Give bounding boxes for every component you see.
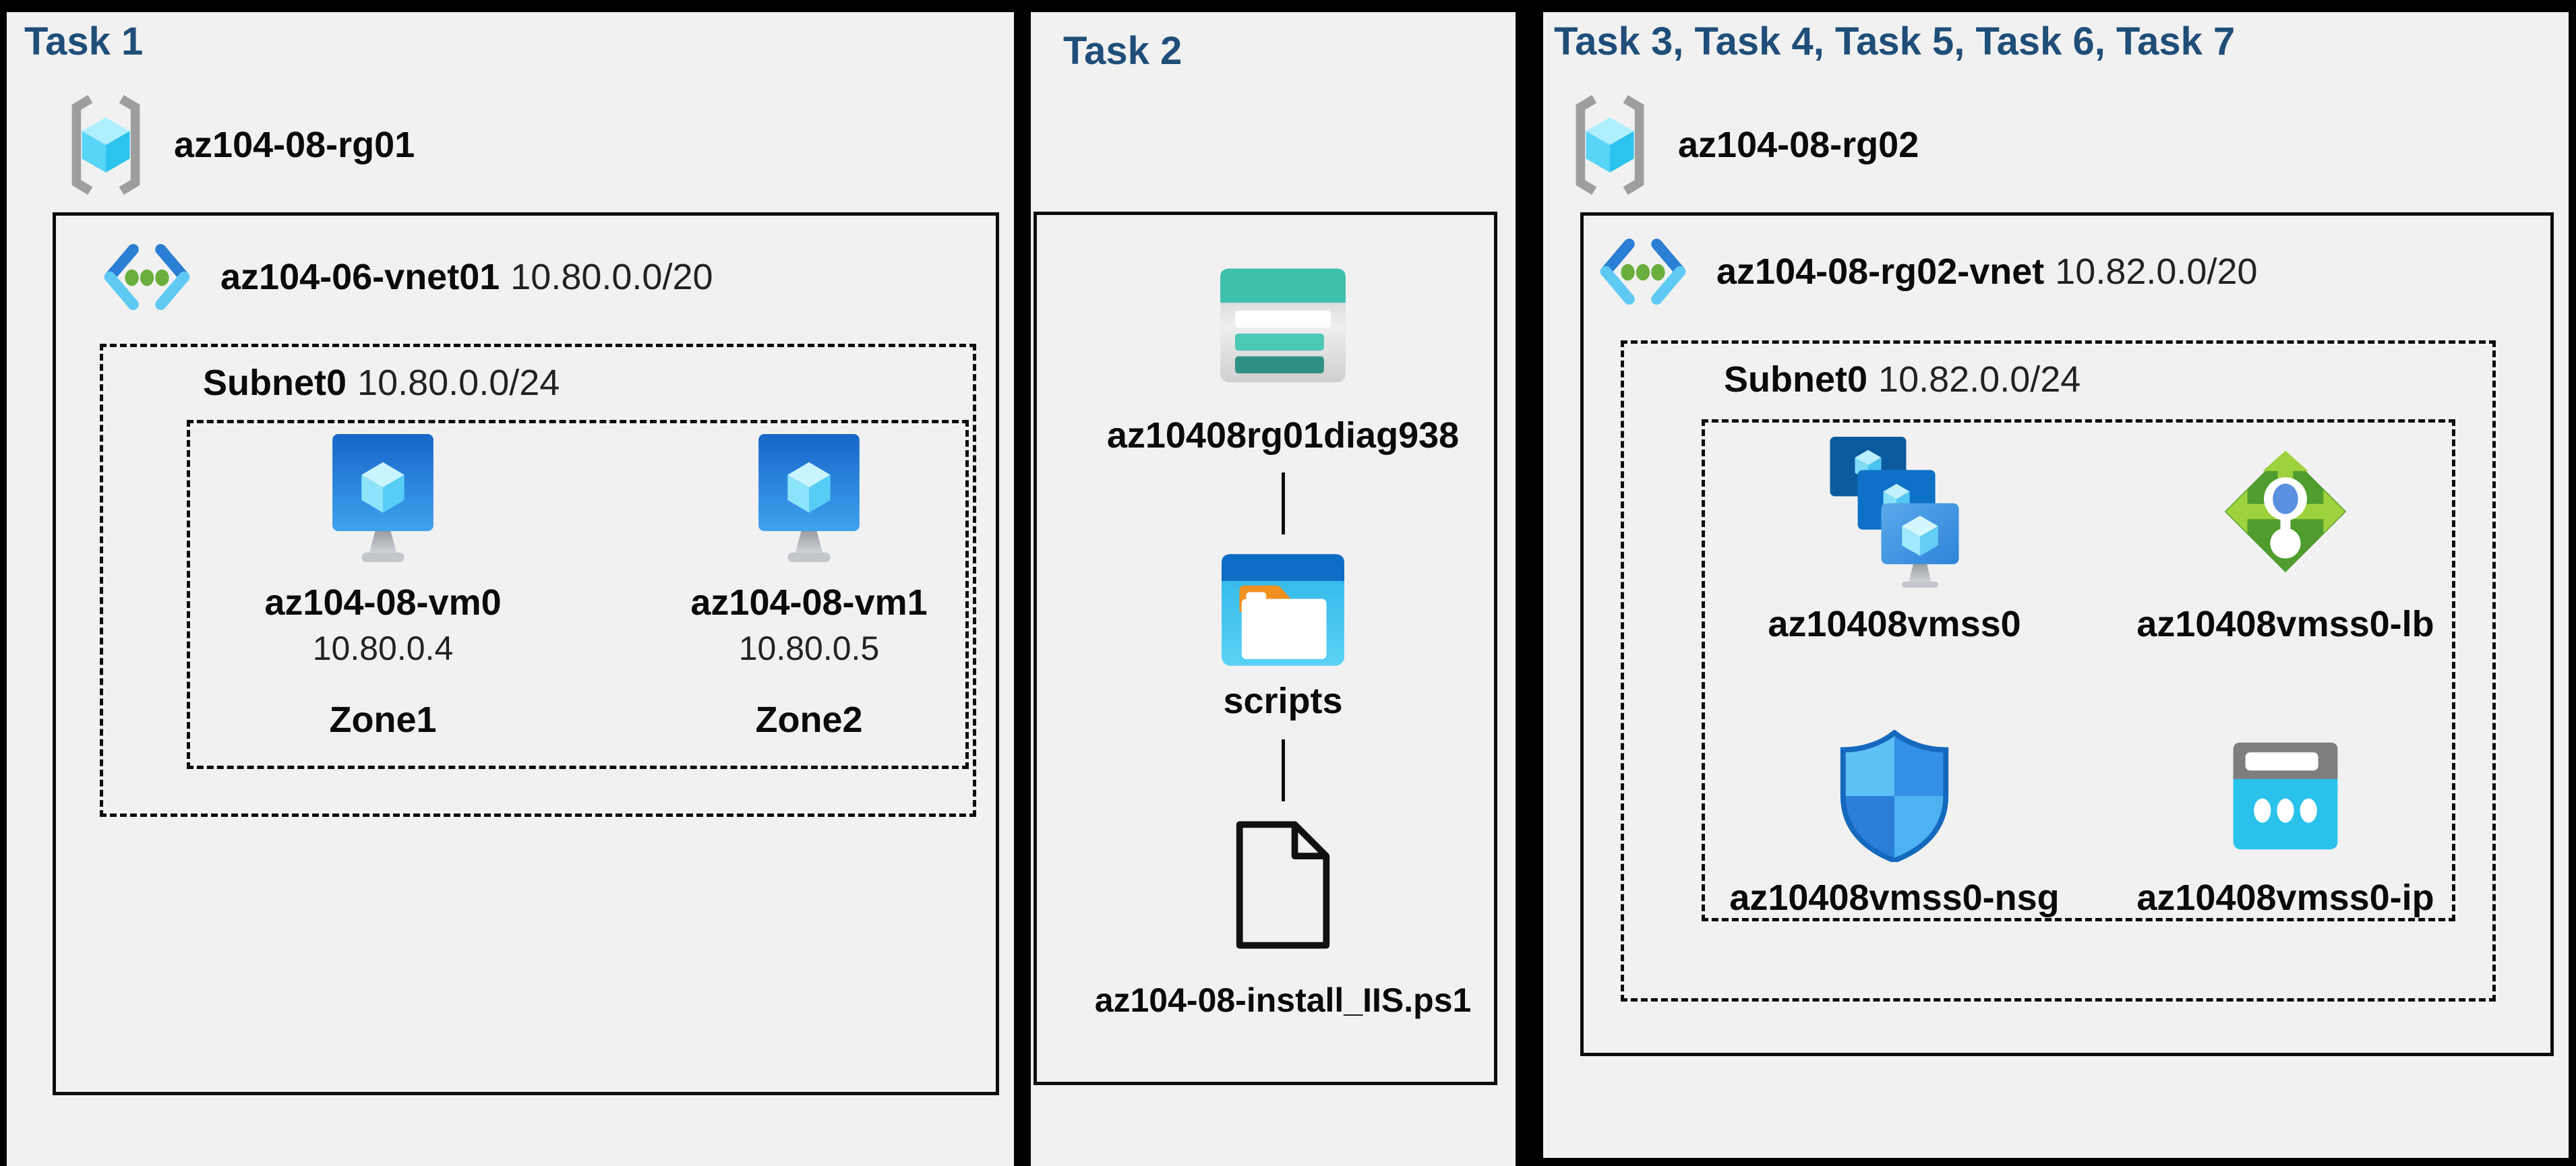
- availability-zone-box: az104-08-vm0 10.80.0.4 Zone1: [187, 420, 969, 769]
- virtual-network-icon: [1600, 239, 1686, 305]
- task3-7-title: Task 3, Task 4, Task 5, Task 6, Task 7: [1554, 20, 2236, 63]
- resource-group-header: az104-08-rg01: [59, 94, 415, 195]
- panel-task1: Task 1 az104-08-rg01: [7, 12, 1014, 1166]
- connector-line: [1281, 739, 1285, 801]
- load-balancer-icon: [2224, 450, 2347, 573]
- virtual-network-icon: [104, 244, 190, 310]
- resource-group-header: az104-08-rg02: [1563, 94, 1919, 195]
- vnet-cidr: 10.82.0.0/20: [2055, 251, 2258, 292]
- vnet-cidr: 10.80.0.0/20: [510, 257, 713, 297]
- vm-scale-set-icon: [1830, 437, 1959, 588]
- resource-group-label: az104-08-rg02: [1678, 125, 1919, 165]
- network-security-group-icon: [1840, 730, 1949, 862]
- icon-slot: [1828, 432, 1960, 591]
- vm-zone: Zone2: [755, 700, 863, 740]
- icon-slot: [2231, 727, 2340, 865]
- script-file-icon: [1236, 821, 1330, 949]
- nsg-label: az10408vmss0-nsg: [1729, 878, 2060, 918]
- vm-name: az104-08-vm0: [264, 582, 502, 623]
- vmss-resources-box: az10408vmss0: [1702, 419, 2455, 921]
- task2-title: Task 2: [1063, 29, 1182, 73]
- vm-name: az104-08-vm1: [690, 582, 928, 623]
- load-balancer-label: az10408vmss0-lb: [2136, 604, 2434, 644]
- task1-title: Task 1: [24, 20, 144, 63]
- public-ip-icon: [2233, 742, 2338, 850]
- vm-item: az104-08-vm0 10.80.0.4 Zone1: [228, 434, 538, 741]
- icon-slot: [2222, 432, 2349, 591]
- icon-slot: [1836, 727, 1952, 865]
- connector-line: [1281, 472, 1285, 534]
- script-file-label: az104-08-install_IIS.ps1: [1094, 981, 1472, 1019]
- public-ip-label: az10408vmss0-ip: [2136, 878, 2434, 918]
- virtual-machine-icon: [332, 434, 433, 563]
- resource-group-icon: [1576, 94, 1644, 195]
- subnet-cidr: 10.82.0.0/24: [1878, 359, 2081, 400]
- blob-container-icon: [1222, 554, 1344, 666]
- storage-flow-box: az10408rg01diag938 scripts: [1034, 212, 1497, 1085]
- resource-item: az10408vmss0: [1712, 432, 2076, 645]
- vm-ip: 10.80.0.4: [312, 630, 454, 667]
- resource-group-label: az104-08-rg01: [174, 125, 415, 165]
- container-label: scripts: [1223, 681, 1343, 721]
- virtual-machine-icon: [758, 434, 860, 563]
- vm-zone: Zone1: [329, 700, 437, 740]
- panel-task3-7: Task 3, Task 4, Task 5, Task 6, Task 7 a…: [1543, 12, 2569, 1158]
- storage-account-label: az10408rg01diag938: [1106, 415, 1460, 456]
- resource-group-icon: [71, 94, 140, 195]
- storage-flow: az10408rg01diag938 scripts: [1037, 215, 1494, 1082]
- resource-item: az10408vmss0-nsg: [1712, 727, 2076, 919]
- vmss-label: az10408vmss0: [1768, 604, 2021, 644]
- resource-item: az10408vmss0-ip: [2103, 727, 2467, 919]
- panel-task2: Task 2 az10408rg01diag938: [1031, 12, 1516, 1166]
- resource-item: az10408vmss0-lb: [2103, 432, 2467, 645]
- storage-account-icon: [1220, 268, 1346, 383]
- subnet-cidr: 10.80.0.0/24: [357, 363, 560, 403]
- vm-ip: 10.80.0.5: [738, 630, 880, 667]
- vm-item: az104-08-vm1 10.80.0.5 Zone2: [654, 434, 964, 741]
